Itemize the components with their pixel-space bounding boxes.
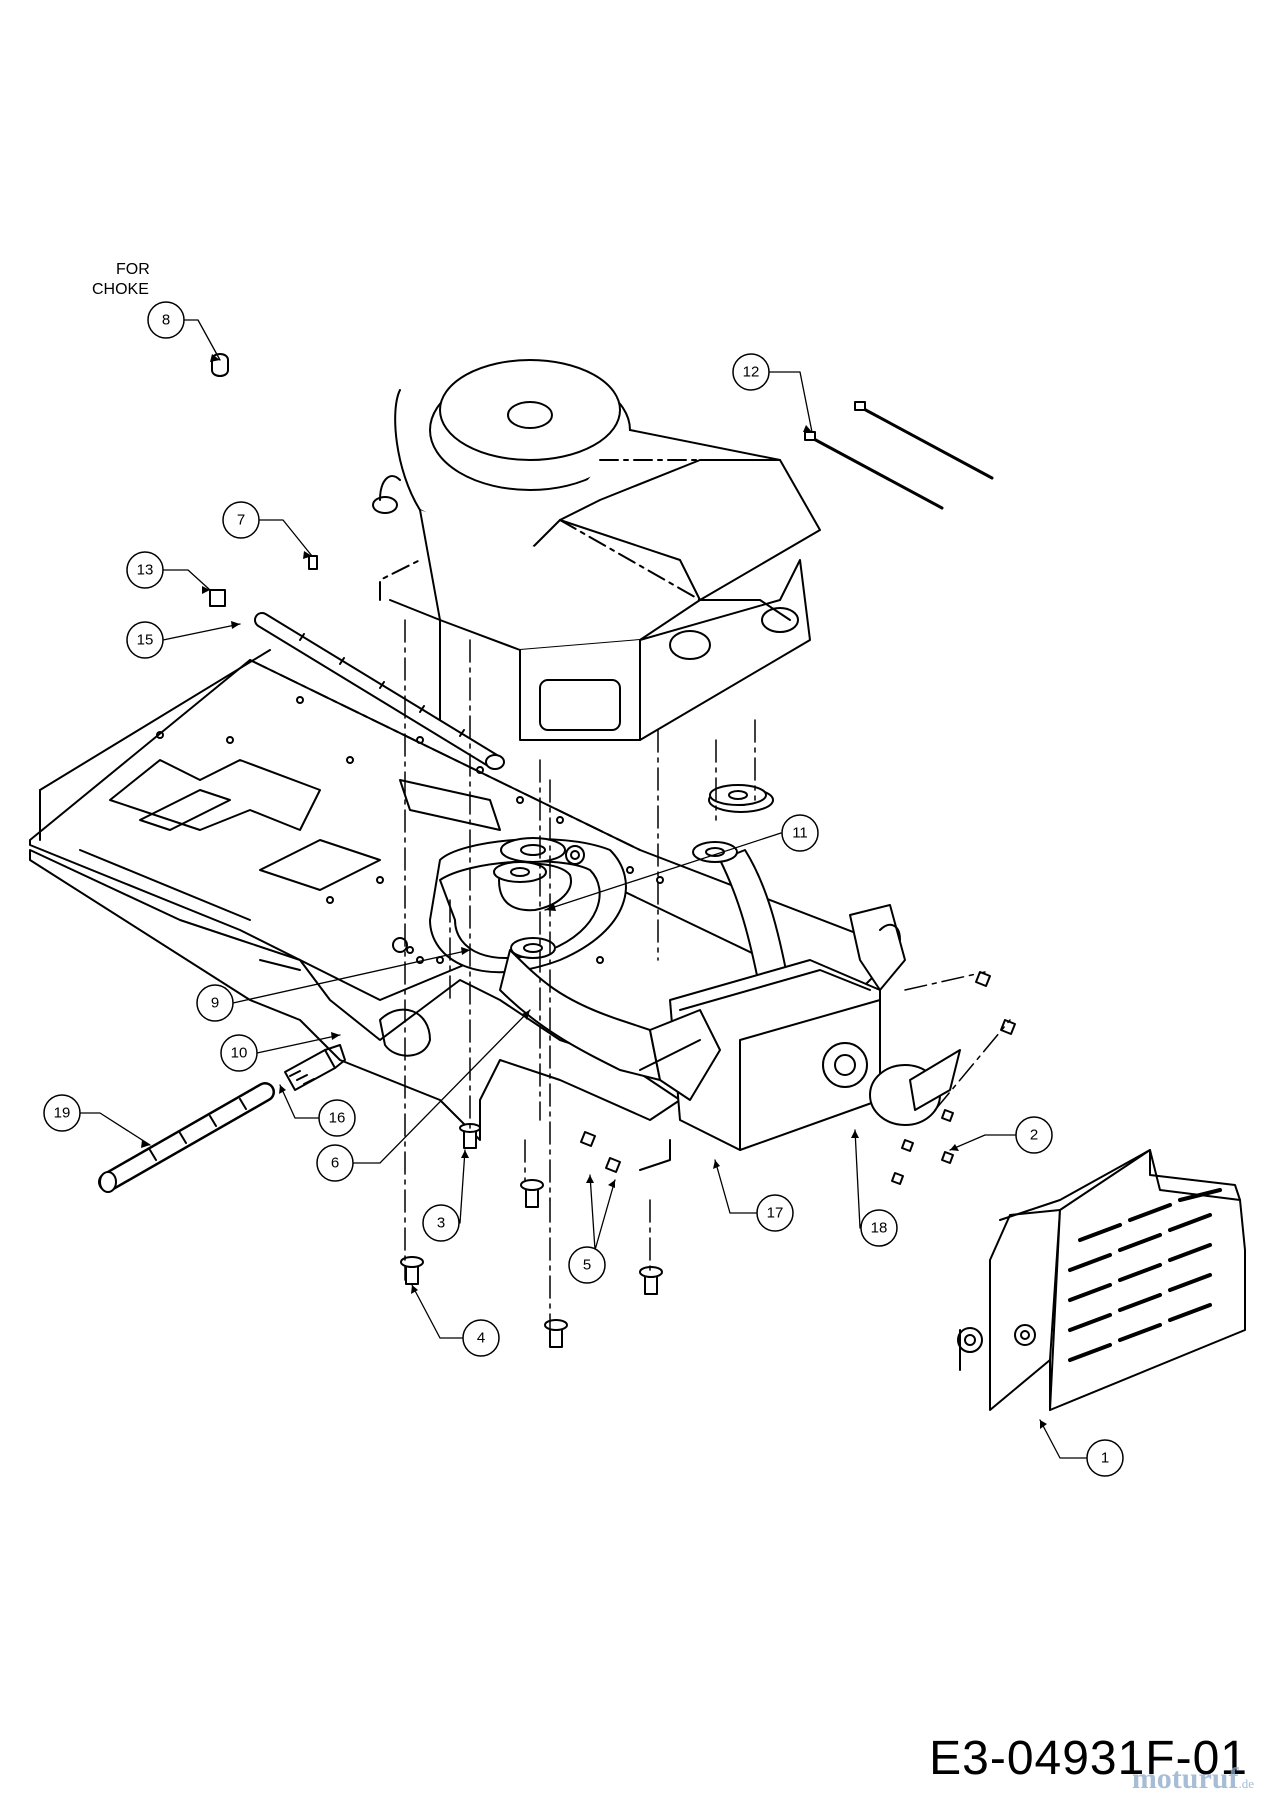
assembly-lines [404,619,1011,1331]
callout-10: 10 [220,1034,258,1072]
engine [372,359,821,741]
fuel-hose-lower [98,1082,275,1193]
svg-text:1: 1 [1101,1450,1109,1467]
svg-text:3: 3 [437,1215,445,1232]
note-line-1: FOR [116,261,150,278]
chassis-frame [29,649,901,1141]
svg-text:9: 9 [211,995,219,1012]
callout-8: 8 [147,301,185,339]
svg-text:10: 10 [231,1045,248,1062]
svg-text:7: 7 [237,512,245,529]
callout-13: 13 [126,551,164,589]
svg-text:19: 19 [54,1105,71,1122]
fuel-hose-upper [254,612,505,770]
svg-text:15: 15 [137,632,154,649]
callout-11: 11 [781,814,819,852]
callout-9: 9 [196,984,234,1022]
callout-12: 12 [732,353,770,391]
callout-19: 19 [43,1094,81,1132]
callout-5: 5 [568,1246,606,1284]
watermark-text: moturuf [1131,1762,1239,1795]
watermark-logo: moturuf.de [1132,1762,1254,1796]
svg-text:18: 18 [871,1220,888,1237]
svg-text:4: 4 [477,1330,485,1347]
callout-16: 16 [318,1099,356,1137]
svg-text:6: 6 [331,1155,339,1172]
svg-text:13: 13 [137,562,154,579]
svg-text:11: 11 [792,825,808,842]
document-number: E3-04931F-01 [929,1732,1248,1785]
fuel-filter [284,1044,346,1091]
arrowheads [141,354,1047,1429]
svg-text:17: 17 [767,1205,784,1222]
muffler-guard [957,1149,1246,1411]
svg-text:12: 12 [743,364,760,381]
callout-4: 4 [462,1319,500,1357]
svg-text:2: 2 [1030,1127,1038,1144]
callout-18: 18 [860,1209,898,1247]
svg-text:5: 5 [583,1257,591,1274]
svg-text:16: 16 [329,1110,346,1127]
callout-7: 7 [222,501,260,539]
watermark-tld: .de [1238,1776,1254,1791]
note-line-2: CHOKE [92,281,149,298]
callout-17: 17 [756,1194,794,1232]
callout-1: 1 [1086,1439,1124,1477]
cable-ties [804,401,994,510]
callout-2: 2 [1015,1116,1053,1154]
callout-3: 3 [422,1204,460,1242]
leader-lines [67,319,1088,1459]
callout-15: 15 [126,621,164,659]
svg-text:8: 8 [162,312,170,329]
callout-6: 6 [316,1144,354,1182]
